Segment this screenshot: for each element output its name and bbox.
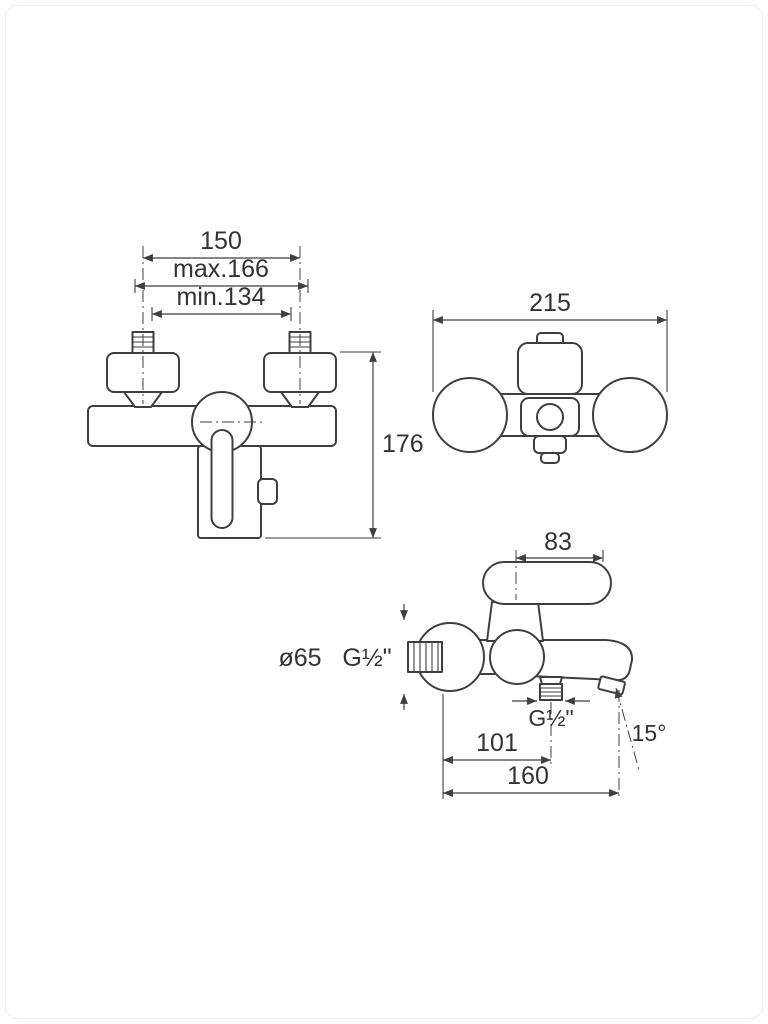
side-shower-outlet-neck [539,676,563,685]
top-right-escutcheon [592,377,668,453]
side-spout [529,639,634,682]
top-left-escutcheon [432,377,508,453]
front-view: 150 max.166 min.134 176 [87,227,424,539]
dim-max166-label: max.166 [173,255,269,283]
side-lever-handle [482,561,612,605]
top-view: 215 [432,289,668,464]
side-inlet-nipple [407,641,443,673]
top-spout-tip [540,452,560,464]
side-cartridge-body [489,629,545,685]
top-spout [533,435,567,454]
dim-inlet-thread-label: G½" [342,644,391,672]
dim-150-label: 150 [200,227,242,255]
top-cartridge-cap [536,403,564,431]
dim-diameter65-label: ø65 [278,644,321,672]
dim-160-label: 160 [507,762,549,790]
side-view: 83 ø65 G½" G½" 101 15° 160 [278,528,666,799]
dim-215-label: 215 [529,289,571,317]
side-shower-outlet-thread-hatch [540,687,562,697]
front-diverter-knob [257,478,278,505]
front-lever-handle [210,429,234,529]
top-lever-handle [517,342,583,395]
side-inlet-thread-hatch [413,642,439,672]
dim-angle-label: 15° [632,720,667,746]
dim-83-label: 83 [544,528,572,556]
dim-101-label: 101 [476,729,518,757]
spout-angle-line [614,687,640,771]
dim-min134-label: min.134 [177,283,266,311]
dim-176-label: 176 [382,430,424,458]
